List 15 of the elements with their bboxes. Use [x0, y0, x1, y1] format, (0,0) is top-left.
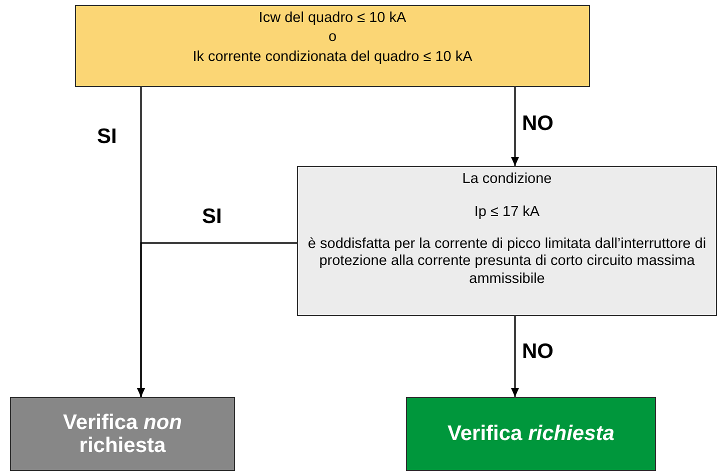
- box-text: è soddisfatta per la corrente di picco limitata dall’interruttore di protezione alla corrente presunta di corto circuito massima ammissibile: [306, 236, 708, 288]
- box-text: Icw del quadro ≤ 10 kA: [258, 10, 406, 28]
- box-text: Ip ≤ 17 kA: [474, 204, 540, 222]
- result-label: Verifica richiesta: [448, 422, 614, 446]
- box-text: o: [328, 29, 337, 47]
- result-box: [10, 397, 235, 471]
- process-box: [297, 166, 717, 316]
- box-text: Ik corrente condizionata del quadro ≤ 10 kA: [192, 48, 472, 66]
- box-text: La condizione: [462, 171, 552, 188]
- result-label: Verifica non richiesta: [62, 410, 184, 458]
- result-box: [406, 397, 656, 471]
- arrow: [137, 242, 297, 397]
- arrow: [511, 316, 519, 397]
- condition-box: [75, 5, 590, 87]
- arrow: [511, 87, 519, 166]
